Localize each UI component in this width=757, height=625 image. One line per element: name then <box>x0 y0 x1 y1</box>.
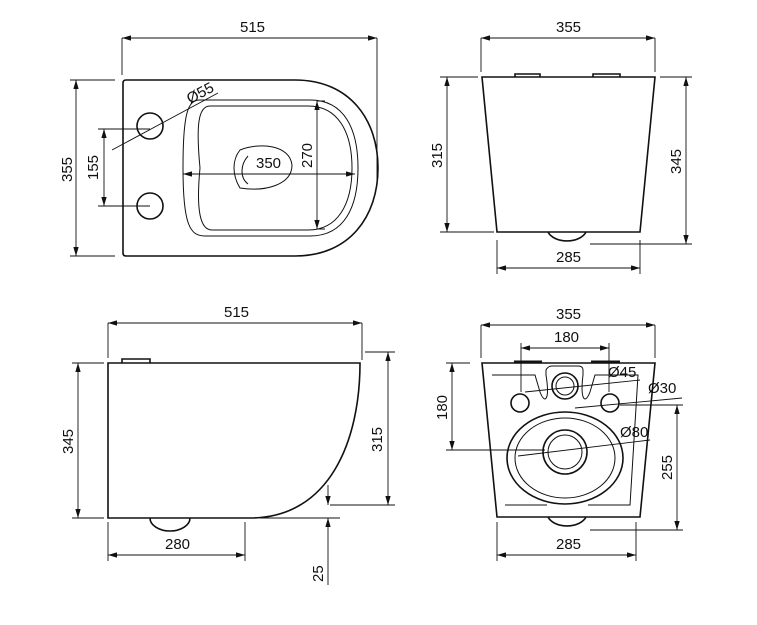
dim-base-width: 285 <box>556 249 581 266</box>
dim-front-width: 355 <box>556 19 581 36</box>
dim-outlet-diameter: Ø80 <box>620 424 648 441</box>
dim-hole-spacing: 155 <box>85 155 102 180</box>
dim-side-front-height: 315 <box>369 427 386 452</box>
dim-hole-diameter: Ø55 <box>184 79 217 107</box>
dim-rear-base-width: 285 <box>556 536 581 553</box>
dim-outlet-height: 255 <box>659 455 676 480</box>
dim-bolt-spacing: 180 <box>554 329 579 346</box>
fixing-hole-icon <box>136 112 164 140</box>
bolt-hole-icon <box>510 393 530 413</box>
side-view: 515 345 315 280 25 <box>60 304 395 585</box>
dim-bowl-length: 350 <box>256 155 281 172</box>
dim-total-height: 345 <box>668 149 685 174</box>
front-view: 355 315 345 285 <box>429 19 692 274</box>
outlet-icon <box>542 429 588 475</box>
dim-bolt-diameter: Ø30 <box>648 380 676 397</box>
dim-inlet-diameter: Ø45 <box>608 364 636 381</box>
dim-base-length: 280 <box>165 536 190 553</box>
top-view: 515 355 155 Ø55 350 270 <box>59 19 379 257</box>
dim-side-total-height: 345 <box>60 429 77 454</box>
dim-bowl-width: 270 <box>299 143 316 168</box>
dim-width: 355 <box>59 157 76 182</box>
dim-side-length: 515 <box>224 304 249 321</box>
dim-bottom-offset: 25 <box>310 565 327 582</box>
inlet-icon <box>551 372 579 400</box>
bolt-hole-icon <box>600 393 620 413</box>
rear-view: 355 180 180 255 285 Ø45 Ø30 Ø80 <box>434 306 683 561</box>
dim-rear-width: 355 <box>556 306 581 323</box>
dim-length: 515 <box>240 19 265 36</box>
dim-front-height: 315 <box>429 143 446 168</box>
dim-inlet-height: 180 <box>434 395 451 420</box>
